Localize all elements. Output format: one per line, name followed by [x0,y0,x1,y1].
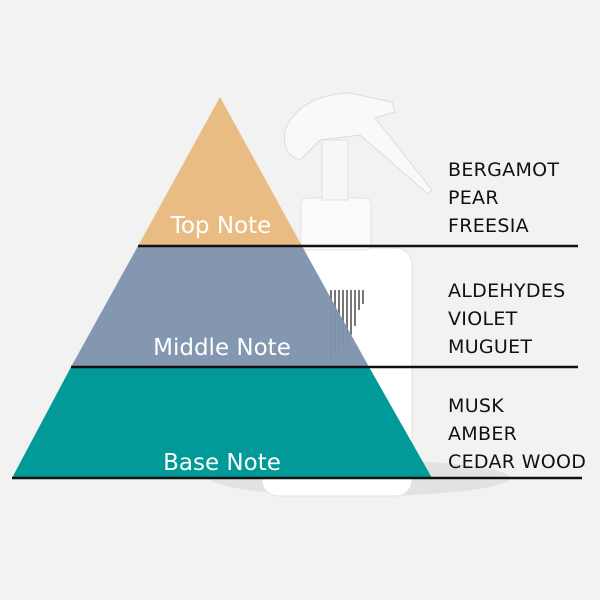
note-item: VIOLET [448,308,518,330]
note-item: BERGAMOT [448,159,560,181]
note-item: PEAR [448,187,499,209]
base-notes-list: MUSK AMBER CEDAR WOOD [448,392,586,476]
top-note-label: Top Note [170,213,272,239]
base-note-tier [12,367,432,478]
note-item: CEDAR WOOD [448,451,587,473]
top-notes-list: BERGAMOT PEAR FREESIA [448,156,559,240]
middle-notes-list: ALDEHYDES VIOLET MUGUET [448,277,566,361]
note-item: MUSK [448,395,505,417]
middle-note-tier [71,246,369,367]
note-item: MUGUET [448,336,533,358]
note-item: ALDEHYDES [448,280,566,302]
top-note-tier [138,97,302,246]
middle-note-label: Middle Note [153,335,291,361]
note-item: AMBER [448,423,518,445]
base-note-label: Base Note [163,450,281,476]
note-item: FREESIA [448,215,529,237]
